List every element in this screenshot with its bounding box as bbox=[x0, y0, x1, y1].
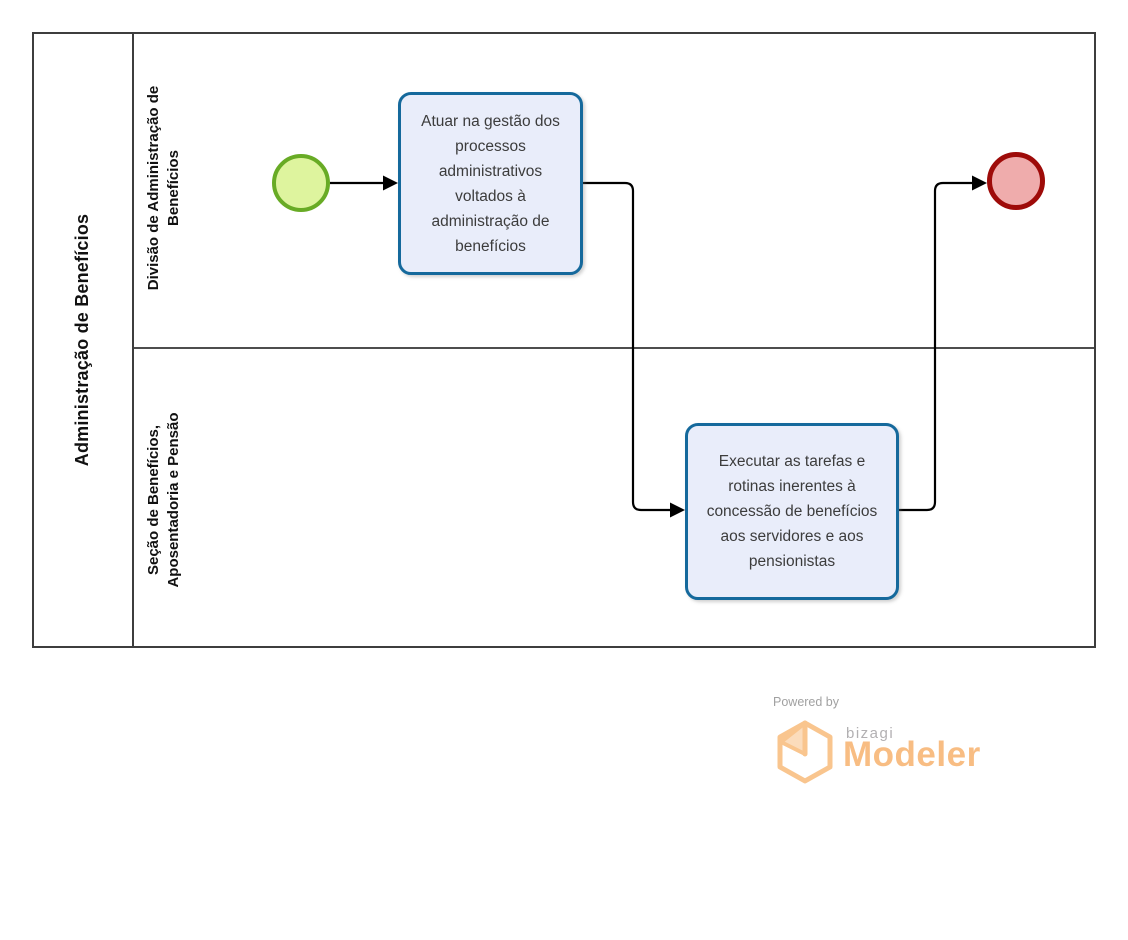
pool-title: Administração de Benefícios bbox=[60, 40, 104, 640]
bizagi-modeler-logo[interactable]: Powered by bizagi Modeler bbox=[772, 695, 1022, 795]
bizagi-hexagon-icon bbox=[777, 720, 833, 784]
powered-by-text: Powered by bbox=[773, 695, 840, 709]
pool-header bbox=[34, 34, 134, 646]
lane-label-secao: Seção de Benefícios, Aposentadoria e Pen… bbox=[142, 340, 186, 660]
lane-label-divisao: Divisão de Administração de Benefícios bbox=[142, 28, 186, 348]
lane-divider bbox=[134, 347, 1094, 349]
lane-label-line: Aposentadoria e Pensão bbox=[165, 412, 182, 588]
modeler-wordmark: Modeler bbox=[843, 735, 981, 774]
pool-title-text: Administração de Benefícios bbox=[71, 213, 92, 467]
task-atuar-na-gestao[interactable]: Atuar na gestão dos processos administra… bbox=[398, 92, 583, 275]
lane-label-line: Seção de Benefícios, bbox=[145, 424, 162, 576]
bizagi-wordmark: bizagi bbox=[846, 725, 895, 742]
lane-label-line: Divisão de Administração de bbox=[145, 85, 162, 291]
task-label: Executar as tarefas e rotinas inerentes … bbox=[706, 453, 878, 570]
task-executar-tarefas[interactable]: Executar as tarefas e rotinas inerentes … bbox=[685, 423, 899, 600]
end-event[interactable] bbox=[987, 152, 1045, 210]
start-event[interactable] bbox=[272, 154, 330, 212]
task-label: Atuar na gestão dos processos administra… bbox=[421, 112, 560, 255]
lane-label-line: Benefícios bbox=[165, 150, 182, 226]
